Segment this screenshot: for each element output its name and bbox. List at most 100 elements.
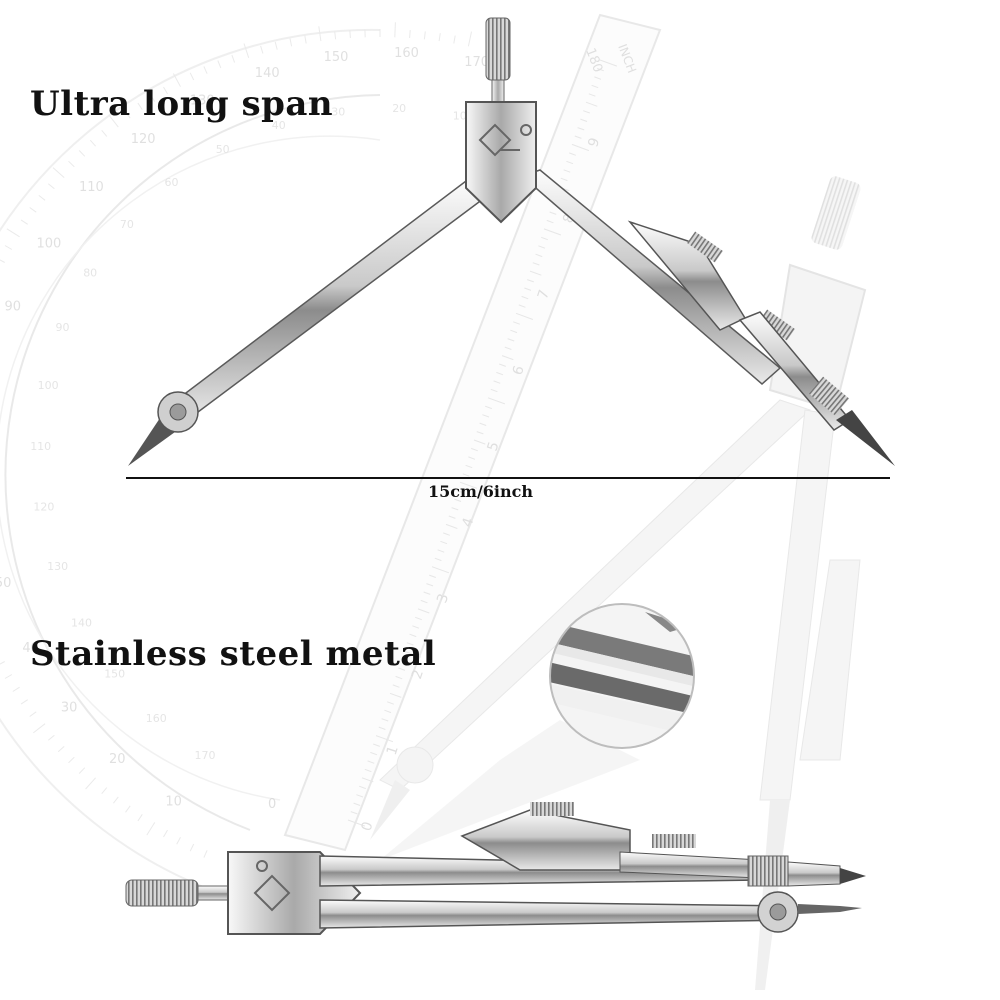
protractor-outer-label: 20	[109, 752, 126, 767]
ruler-tick	[417, 608, 430, 614]
compass-closed	[125, 802, 866, 935]
ruler-tick	[359, 785, 366, 790]
ruler-tick	[569, 152, 576, 156]
protractor-outer-label: 150	[324, 50, 349, 65]
ruler-tick	[599, 59, 618, 67]
ruler-tick	[437, 549, 445, 553]
ruler-tick	[395, 675, 403, 680]
protractor-tick	[289, 38, 293, 47]
ruler-tick	[541, 236, 548, 241]
protractor-tick	[349, 30, 351, 39]
protractor-tick	[57, 746, 65, 753]
protractor-tick	[203, 66, 208, 74]
protractor-tick	[47, 183, 55, 190]
ruler-tick	[443, 532, 450, 536]
ruler-tick	[423, 591, 431, 595]
ruler-tick	[370, 751, 378, 756]
protractor-inner-label: 40	[272, 119, 286, 132]
ruler-tick	[532, 262, 540, 266]
protractor-tick	[423, 31, 426, 40]
protractor-tick	[68, 756, 75, 764]
protractor-tick	[78, 767, 86, 774]
ruler-tick	[381, 718, 389, 722]
protractor-tick	[203, 850, 208, 858]
ruler-tick	[448, 515, 456, 519]
ruler-tick	[518, 304, 526, 308]
protractor-inner-label: 150	[104, 668, 125, 681]
protractor-outer-label: 40	[22, 641, 39, 656]
ruler-tick	[392, 684, 400, 688]
protractor-tick	[85, 777, 96, 790]
ruler-tick	[487, 397, 506, 405]
protractor-tick	[467, 31, 472, 47]
protractor-tick	[453, 35, 456, 44]
protractor-tick	[146, 822, 156, 836]
ruler-tick	[538, 245, 546, 249]
ruler-tick	[515, 312, 534, 320]
protractor-tick	[108, 114, 119, 128]
ruler-tick	[490, 388, 498, 393]
protractor-tick	[125, 805, 131, 813]
ruler-tick	[384, 709, 392, 714]
protractor-inner-label: 20	[392, 102, 406, 115]
protractor-tick	[29, 207, 37, 213]
ruler-tick	[585, 101, 598, 107]
protractor-tick	[163, 86, 168, 95]
protractor-outer-label: 120	[131, 132, 156, 147]
ruler-tick	[457, 490, 464, 494]
ruler-tick	[401, 659, 408, 663]
protractor-tick	[4, 245, 13, 250]
knurled-wheel-icon	[157, 391, 199, 433]
ruler-tick	[398, 667, 406, 671]
ruler-tick	[527, 279, 534, 283]
protractor-tick	[101, 787, 108, 795]
compass-open	[128, 17, 895, 466]
protractor-tick	[38, 195, 46, 201]
protractor-tick	[137, 102, 143, 110]
protractor-tick	[304, 35, 307, 44]
protractor-tick	[29, 711, 37, 717]
heading-span: Ultra long span	[30, 84, 334, 124]
ruler-tick	[378, 726, 386, 730]
ruler-tick	[459, 481, 478, 489]
ruler-tick	[510, 329, 518, 334]
protractor-tick	[243, 43, 250, 58]
protractor-outer-label: 50	[0, 576, 11, 591]
protractor-tick	[334, 31, 337, 40]
heading-material: Stainless steel metal	[30, 634, 437, 674]
protractor-end-0: 0	[268, 797, 276, 812]
ruler-tick	[387, 701, 394, 705]
protractor-tick	[47, 734, 55, 741]
protractor-tick	[394, 22, 396, 38]
ruler-tick	[566, 160, 574, 165]
steel-detail-zoom	[380, 603, 695, 860]
protractor-outer-label: 30	[61, 700, 78, 715]
ruler-tick	[482, 414, 490, 418]
protractor-inner-label: 30	[331, 105, 345, 118]
ruler-tick	[347, 819, 366, 827]
protractor-inner-label: 160	[146, 712, 167, 725]
protractor-tick	[78, 150, 86, 157]
protractor-inner-label: 140	[71, 616, 92, 629]
ruler-tick	[356, 794, 364, 798]
protractor-tick	[125, 111, 131, 119]
protractor-inner-label: 80	[83, 267, 97, 280]
protractor-tick	[12, 686, 20, 692]
ruler-tick	[367, 760, 375, 764]
ruler-tick	[574, 135, 582, 139]
ruler-tick	[462, 473, 470, 477]
protractor-tick	[163, 829, 168, 838]
ruler-tick	[429, 574, 436, 578]
ruler-tick	[549, 211, 557, 215]
protractor-inner-label: 50	[216, 143, 230, 156]
protractor-inner-label: 110	[30, 440, 51, 453]
ruler-tick	[493, 380, 501, 384]
ruler-tick	[451, 507, 459, 511]
protractor-tick	[113, 796, 119, 804]
ruler-tick	[588, 93, 596, 97]
protractor-outer-label: 160	[394, 46, 419, 61]
ruler-tick	[543, 228, 562, 236]
protractor-outer-label: 110	[79, 180, 104, 195]
protractor-tick	[217, 60, 222, 69]
